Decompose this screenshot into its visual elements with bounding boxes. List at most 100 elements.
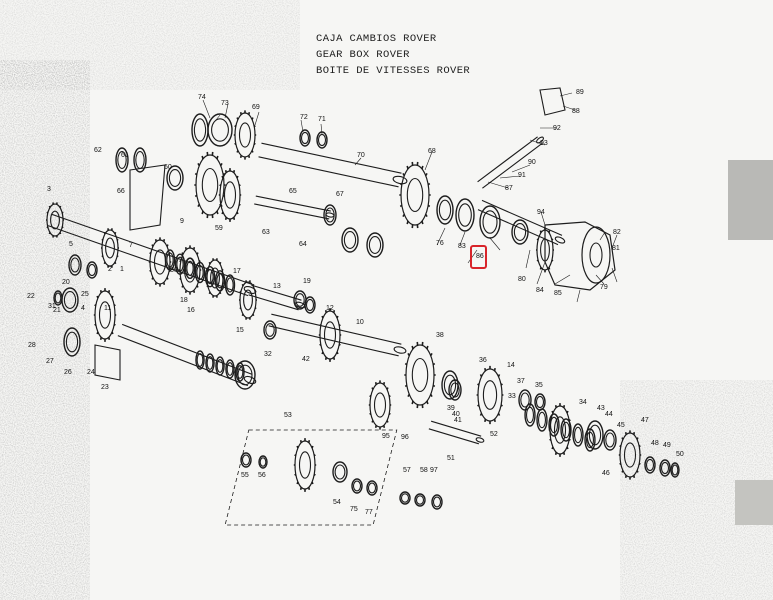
gear-11 [93, 288, 117, 342]
rear-flange [581, 226, 611, 284]
pin-shaft [325, 212, 335, 218]
part-label: 1 [120, 266, 124, 273]
title-english: GEAR BOX ROVER [316, 49, 410, 61]
part-label: 91 [518, 172, 526, 179]
part-label: 54 [333, 499, 341, 506]
part-label: 30 [170, 267, 178, 274]
part-label: 58 [420, 467, 428, 474]
ring [399, 491, 411, 505]
bracket-24 [94, 344, 121, 381]
leader-line [559, 92, 573, 97]
bearing-29 [237, 364, 253, 386]
seal-carrier [536, 227, 554, 273]
gear-hub [223, 181, 237, 209]
gear-14 [476, 365, 504, 425]
bearing [525, 406, 535, 424]
ring-inner [87, 263, 97, 277]
ring-inner [135, 151, 145, 169]
gear-10 [319, 310, 341, 360]
part-label: 73 [221, 100, 229, 107]
bearing-75 [436, 195, 454, 225]
part-label: 70 [357, 152, 365, 159]
bearing [206, 356, 214, 370]
leader-line [320, 123, 323, 135]
part-label: 92 [553, 125, 561, 132]
ring-inner [305, 298, 315, 312]
part-label: 97 [430, 467, 438, 474]
bearing [176, 256, 184, 272]
flange-26 [63, 327, 81, 357]
leader-line [467, 249, 478, 264]
part-label: 77 [365, 509, 373, 516]
part-label: 13 [273, 283, 281, 290]
gear-11 [98, 301, 112, 329]
gear-39 [373, 392, 387, 418]
part-label: 83 [458, 243, 466, 250]
ring-inner [63, 291, 77, 309]
gear-teeth [218, 168, 242, 222]
bearing [196, 264, 204, 281]
idler-shaft [475, 437, 485, 443]
leader-line [224, 103, 229, 119]
gear-68 [399, 161, 431, 229]
part-label: 5 [69, 241, 73, 248]
ring-inner [334, 464, 346, 480]
part-label: 75 [350, 506, 358, 513]
part-label: 80 [518, 276, 526, 283]
leader-line [529, 139, 546, 146]
ring [263, 320, 277, 340]
bearing [236, 365, 244, 379]
ring-77 [455, 198, 475, 232]
ring [431, 494, 443, 510]
ring-inner [645, 458, 655, 472]
cover-plate-88 [539, 87, 566, 116]
gear [101, 229, 119, 267]
bearing [524, 403, 536, 427]
ring-inner [352, 480, 362, 492]
ring [133, 147, 147, 173]
leader-line [536, 261, 546, 285]
part-label: 24 [87, 369, 95, 376]
bearing [235, 362, 245, 382]
part-label: 45 [617, 422, 625, 429]
part-label: 62 [94, 147, 102, 154]
gear-11 [94, 290, 116, 340]
part-label: 67 [336, 191, 344, 198]
ring-inner [343, 231, 357, 249]
ring-inner [368, 236, 382, 254]
gear-53-part [298, 451, 312, 479]
gear-39 [368, 380, 392, 430]
part-label: 10 [356, 319, 364, 326]
ring [366, 232, 384, 258]
part-label: 14 [507, 362, 515, 369]
part-label: 15 [236, 327, 244, 334]
part-label: 88 [572, 108, 580, 115]
ring-inner [400, 493, 410, 503]
gear-26 [405, 344, 435, 406]
circlip-74 [191, 113, 209, 147]
part-label: 57 [403, 467, 411, 474]
ring-inner [259, 457, 267, 467]
gear-26 [404, 341, 436, 409]
ring-inner [415, 495, 425, 505]
ring [86, 261, 98, 279]
ring [659, 459, 671, 477]
part-label: 79 [600, 284, 608, 291]
ring-inner [450, 382, 460, 398]
gear-59 [201, 167, 219, 203]
bearing-60 [168, 169, 182, 187]
leader-line [511, 164, 531, 173]
bearing [560, 418, 572, 442]
ring [448, 379, 462, 401]
ring-inner [520, 392, 530, 408]
leader-line [499, 175, 521, 179]
bearing [194, 261, 206, 284]
ring-inner [317, 133, 327, 147]
gear-68 [406, 177, 424, 213]
part-label: 22 [27, 293, 35, 300]
part-label: 59 [215, 225, 223, 232]
parts-group [46, 87, 680, 526]
ring-inner [325, 207, 335, 223]
bearing [225, 359, 235, 379]
